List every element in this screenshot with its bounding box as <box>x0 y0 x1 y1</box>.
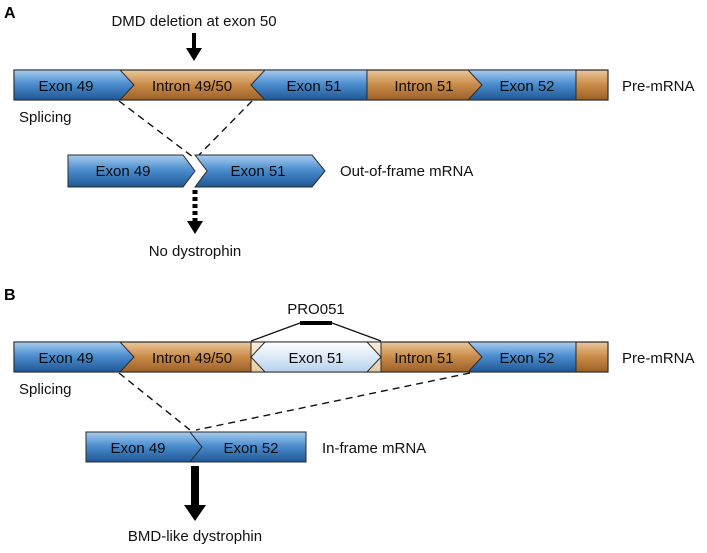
mrna-a-exon49-label: Exon 49 <box>95 163 150 180</box>
mrna-a-exon51 <box>194 154 326 188</box>
splicing-a-label: Splicing <box>19 109 72 126</box>
pre-mrna-a-intron4950-label: Intron 49/50 <box>152 78 232 95</box>
mrna-b-exon52 <box>188 431 307 463</box>
panel-b-letter: B <box>4 287 16 304</box>
oligo-bracket <box>250 321 382 342</box>
pre-mrna-b-exon52-label: Exon 52 <box>499 350 554 367</box>
mrna-a-label: Out-of-frame mRNA <box>340 163 473 180</box>
pre-mrna-a-label: Pre-mRNA <box>622 78 695 95</box>
pre-mrna-a-exon51-label: Exon 51 <box>286 78 341 95</box>
panel-a-letter: A <box>4 5 16 22</box>
outcome-b: BMD-like dystrophin <box>128 528 262 545</box>
pre-mrna-b-intron51-label: Intron 51 <box>394 350 453 367</box>
deletion-note: DMD deletion at exon 50 <box>111 13 276 30</box>
pre-mrna-b-exon49-label: Exon 49 <box>38 350 93 367</box>
pre-mrna-b-exon49 <box>13 341 135 373</box>
mrna-b-label: In-frame mRNA <box>322 440 426 457</box>
pre-mrna-a-intron51-label: Intron 51 <box>394 78 453 95</box>
pre-mrna-a-exon49 <box>13 69 135 101</box>
pre-mrna-b-exon51-skipped <box>250 341 382 373</box>
mrna-a-exon51-label: Exon 51 <box>230 163 285 180</box>
pre-mrna-a-exon51 <box>250 69 368 101</box>
splicing-lines-b <box>118 372 471 431</box>
splicing-b-label: Splicing <box>19 381 72 398</box>
mrna-b: Exon 49 Exon 52 <box>85 431 307 463</box>
mrna-a: Exon 49 Exon 51 <box>67 154 326 188</box>
no-protein-arrow <box>187 190 203 234</box>
mrna-a-exon49 <box>67 154 196 188</box>
pre-mrna-a-exon52 <box>466 69 577 101</box>
protein-arrow <box>184 466 206 521</box>
splicing-lines-a <box>118 100 253 158</box>
mrna-b-exon49-label: Exon 49 <box>110 440 165 457</box>
oligo-label: PRO051 <box>287 301 345 318</box>
pre-mrna-b-intron4950-label: Intron 49/50 <box>152 350 232 367</box>
pre-mrna-b: Exon 49 Intron 49/50 Exon 51 Intron 51 E… <box>13 341 609 373</box>
pre-mrna-a: Exon 49 Intron 49/50 Exon 51 Intron 51 E… <box>13 69 609 101</box>
pre-mrna-a-exon52-label: Exon 52 <box>499 78 554 95</box>
pre-mrna-b-exon51-label: Exon 51 <box>288 350 343 367</box>
pre-mrna-a-exon49-label: Exon 49 <box>38 78 93 95</box>
pre-mrna-b-exon52 <box>466 341 577 373</box>
outcome-a: No dystrophin <box>149 243 242 260</box>
pre-mrna-b-label: Pre-mRNA <box>622 350 695 367</box>
mrna-b-exon52-label: Exon 52 <box>223 440 278 457</box>
deletion-arrow <box>186 33 202 61</box>
